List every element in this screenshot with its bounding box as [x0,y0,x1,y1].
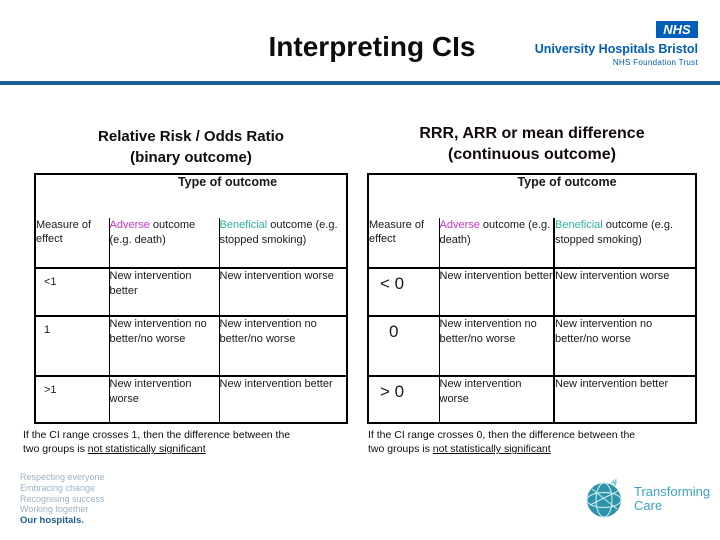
measure-cell: 0 [368,316,439,377]
footer-tagline: Our hospitals. [20,514,84,526]
adverse-cell: New intervention worse [108,376,219,424]
transforming-line2: Care [634,498,663,513]
adverse-outcome-header: Adverse outcome (e.g. death) [438,218,554,269]
beneficial-cell: New intervention better [553,376,696,424]
adverse-word: Adverse [439,219,480,231]
right-heading-line2: (continuous outcome) [448,146,616,163]
table-row: <1 New intervention better New intervent… [35,268,347,317]
transforming-care-label: Transforming Care [634,483,711,514]
page-title: Interpreting CIs [268,31,476,62]
left-heading-line1: Relative Risk / Odds Ratio [98,128,284,145]
transforming-care-globe-icon [586,478,622,518]
measure-cell: >1 [35,376,109,424]
adverse-cell: New intervention worse [438,376,554,424]
footer-values: Respecting everyone Embracing change Rec… [20,472,105,526]
beneficial-outcome-header: Beneficial outcome (e.g. stopped smoking… [218,218,347,269]
nhs-logo-icon: NHS [656,21,698,38]
measure-cell: 1 [35,316,109,377]
adverse-rest: outcome (e.g. death) [439,219,551,246]
table-row: >1 New intervention worse New interventi… [35,376,347,424]
beneficial-word: Beneficial [555,219,603,231]
transforming-line1: Transforming [634,483,711,499]
value-line: Embracing change [20,482,96,493]
note-line1: If the CI range crosses 0, then the diff… [368,429,636,441]
value-line: Respecting everyone [20,472,105,482]
corner-cell [368,174,439,218]
underlined-phrase: not statistically significant [87,443,206,455]
measure-of-effect-header: Measure of effect [35,218,109,269]
measure-cell: <1 [35,268,109,317]
adverse-cell: New intervention better [108,268,219,317]
beneficial-cell: New intervention better [218,376,347,424]
measure-cell: > 0 [368,376,439,424]
beneficial-cell: New intervention no better/no worse [218,316,347,377]
continuous-outcome-table: Type of outcome Measure of effect Advers… [367,173,697,424]
beneficial-cell: New intervention worse [218,268,347,317]
value-line: Recognising success [20,493,105,504]
beneficial-outcome-header: Beneficial outcome (e.g. stopped smoking… [553,218,696,269]
table-row: 1 New intervention no better/no worse Ne… [35,316,347,377]
measure-of-effect-header: Measure of effect [368,218,439,269]
note-line1: If the CI range crosses 1, then the diff… [23,429,291,441]
right-heading-line1: RRR, ARR or mean difference [419,125,645,142]
corner-cell [35,174,109,218]
beneficial-rest: outcome (e.g. stopped smoking) [219,219,338,246]
binary-outcome-table: Type of outcome Measure of effect Advers… [34,173,348,424]
transforming-care-logo: Transforming Care [583,477,710,521]
beneficial-word: Beneficial [219,219,268,231]
adverse-cell: New intervention better [438,268,554,317]
table-row: < 0 New intervention better New interven… [368,268,696,317]
right-note: If the CI range crosses 0, then the diff… [368,428,698,456]
type-of-outcome-header: Type of outcome [517,175,617,189]
table-row: 0 New intervention no better/no worse Ne… [368,316,696,377]
beneficial-cell: New intervention worse [553,268,696,317]
note-line2-prefix: two groups is [368,443,433,455]
note-line2-prefix: two groups is [23,443,88,455]
header-divider [0,81,720,85]
adverse-cell: New intervention no better/no worse [438,316,554,377]
nhs-logo: NHS University Hospitals Bristol NHS Fou… [478,21,698,67]
org-name: University Hospitals Bristol [534,42,698,56]
adverse-word: Adverse [109,219,150,231]
measure-cell: < 0 [368,268,439,317]
left-note: If the CI range crosses 1, then the diff… [23,428,357,456]
adverse-rest: outcome (e.g. death) [109,219,196,246]
left-heading-line2: (binary outcome) [130,149,252,166]
right-panel-heading: RRR, ARR or mean difference (continuous … [367,123,697,165]
adverse-outcome-header: Adverse outcome (e.g. death) [108,218,219,269]
beneficial-rest: outcome (e.g. stopped smoking) [555,219,674,246]
table-row: > 0 New intervention worse New intervent… [368,376,696,424]
beneficial-cell: New intervention no better/no worse [553,316,696,377]
underlined-phrase: not statistically significant [432,443,551,455]
type-of-outcome-header: Type of outcome [177,175,278,189]
left-panel-heading: Relative Risk / Odds Ratio (binary outco… [34,126,348,168]
value-line: Working together [20,504,89,515]
org-subtitle: NHS Foundation Trust [612,58,698,67]
adverse-cell: New intervention no better/no worse [108,316,219,377]
